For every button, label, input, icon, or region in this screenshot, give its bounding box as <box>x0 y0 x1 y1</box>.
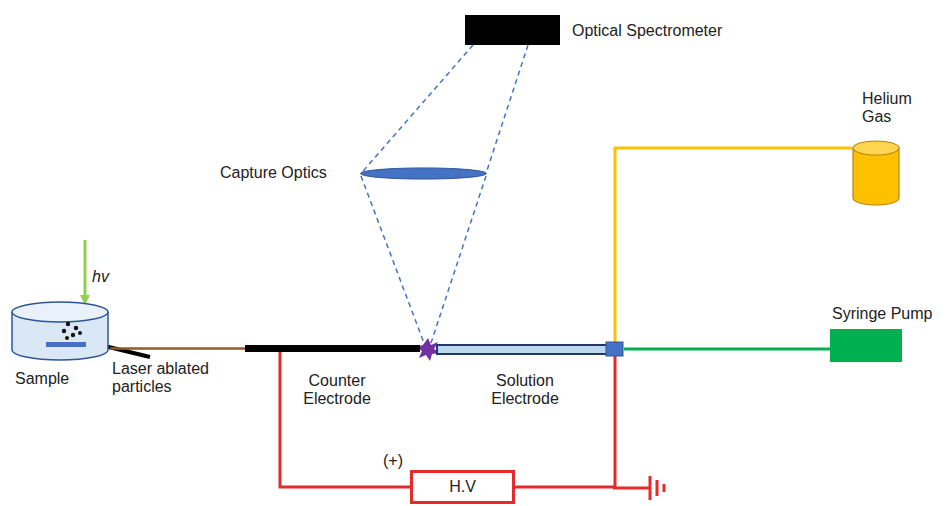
ground-symbol <box>663 484 666 492</box>
spectrometer-box-shape <box>465 15 560 45</box>
gas-cylinder: Helium Gas <box>852 140 900 206</box>
lens: Capture Optics <box>360 167 487 180</box>
counter-electrode-shape <box>245 345 420 352</box>
photon-symbol: hv <box>92 268 109 286</box>
node-label: Helium Gas <box>862 90 924 127</box>
ground-symbol <box>656 480 659 496</box>
power-wire <box>280 352 410 487</box>
node-label: Solution Electrode <box>483 372 567 409</box>
sample-dish: Sample <box>10 300 110 362</box>
lens-shape <box>360 167 487 180</box>
ground-symbol <box>649 476 652 500</box>
laser-beam <box>84 240 87 303</box>
power-supply: H.V <box>410 470 515 504</box>
callout-label: Laser ablated particles <box>112 360 220 397</box>
node-label: Syringe Pump <box>832 305 933 323</box>
light-path <box>361 45 528 174</box>
syringe-pump: Syringe Pump <box>830 329 902 362</box>
light-path <box>431 176 486 343</box>
syringe-pump-shape <box>830 329 902 362</box>
node-label: H.V <box>449 478 476 496</box>
transfer-line <box>110 347 245 350</box>
gas-cylinder-shape <box>852 140 900 206</box>
ground-wire <box>613 487 650 490</box>
node-label: Counter Electrode <box>297 372 377 409</box>
sample-dish-shape <box>10 300 110 362</box>
node-label: Optical Spectrometer <box>572 22 722 40</box>
liquid-line <box>624 348 830 351</box>
polarity-label: (+) <box>383 452 403 470</box>
light-path <box>361 176 424 343</box>
gas-line <box>615 148 852 342</box>
spectrometer-box: Optical Spectrometer <box>465 15 560 45</box>
solution-electrode-shape <box>437 342 624 356</box>
node-label: Sample <box>15 370 69 388</box>
node-label: Capture Optics <box>220 164 327 182</box>
solution-electrode: Solution Electrode <box>437 342 624 356</box>
counter-electrode: Counter Electrode <box>245 345 420 352</box>
